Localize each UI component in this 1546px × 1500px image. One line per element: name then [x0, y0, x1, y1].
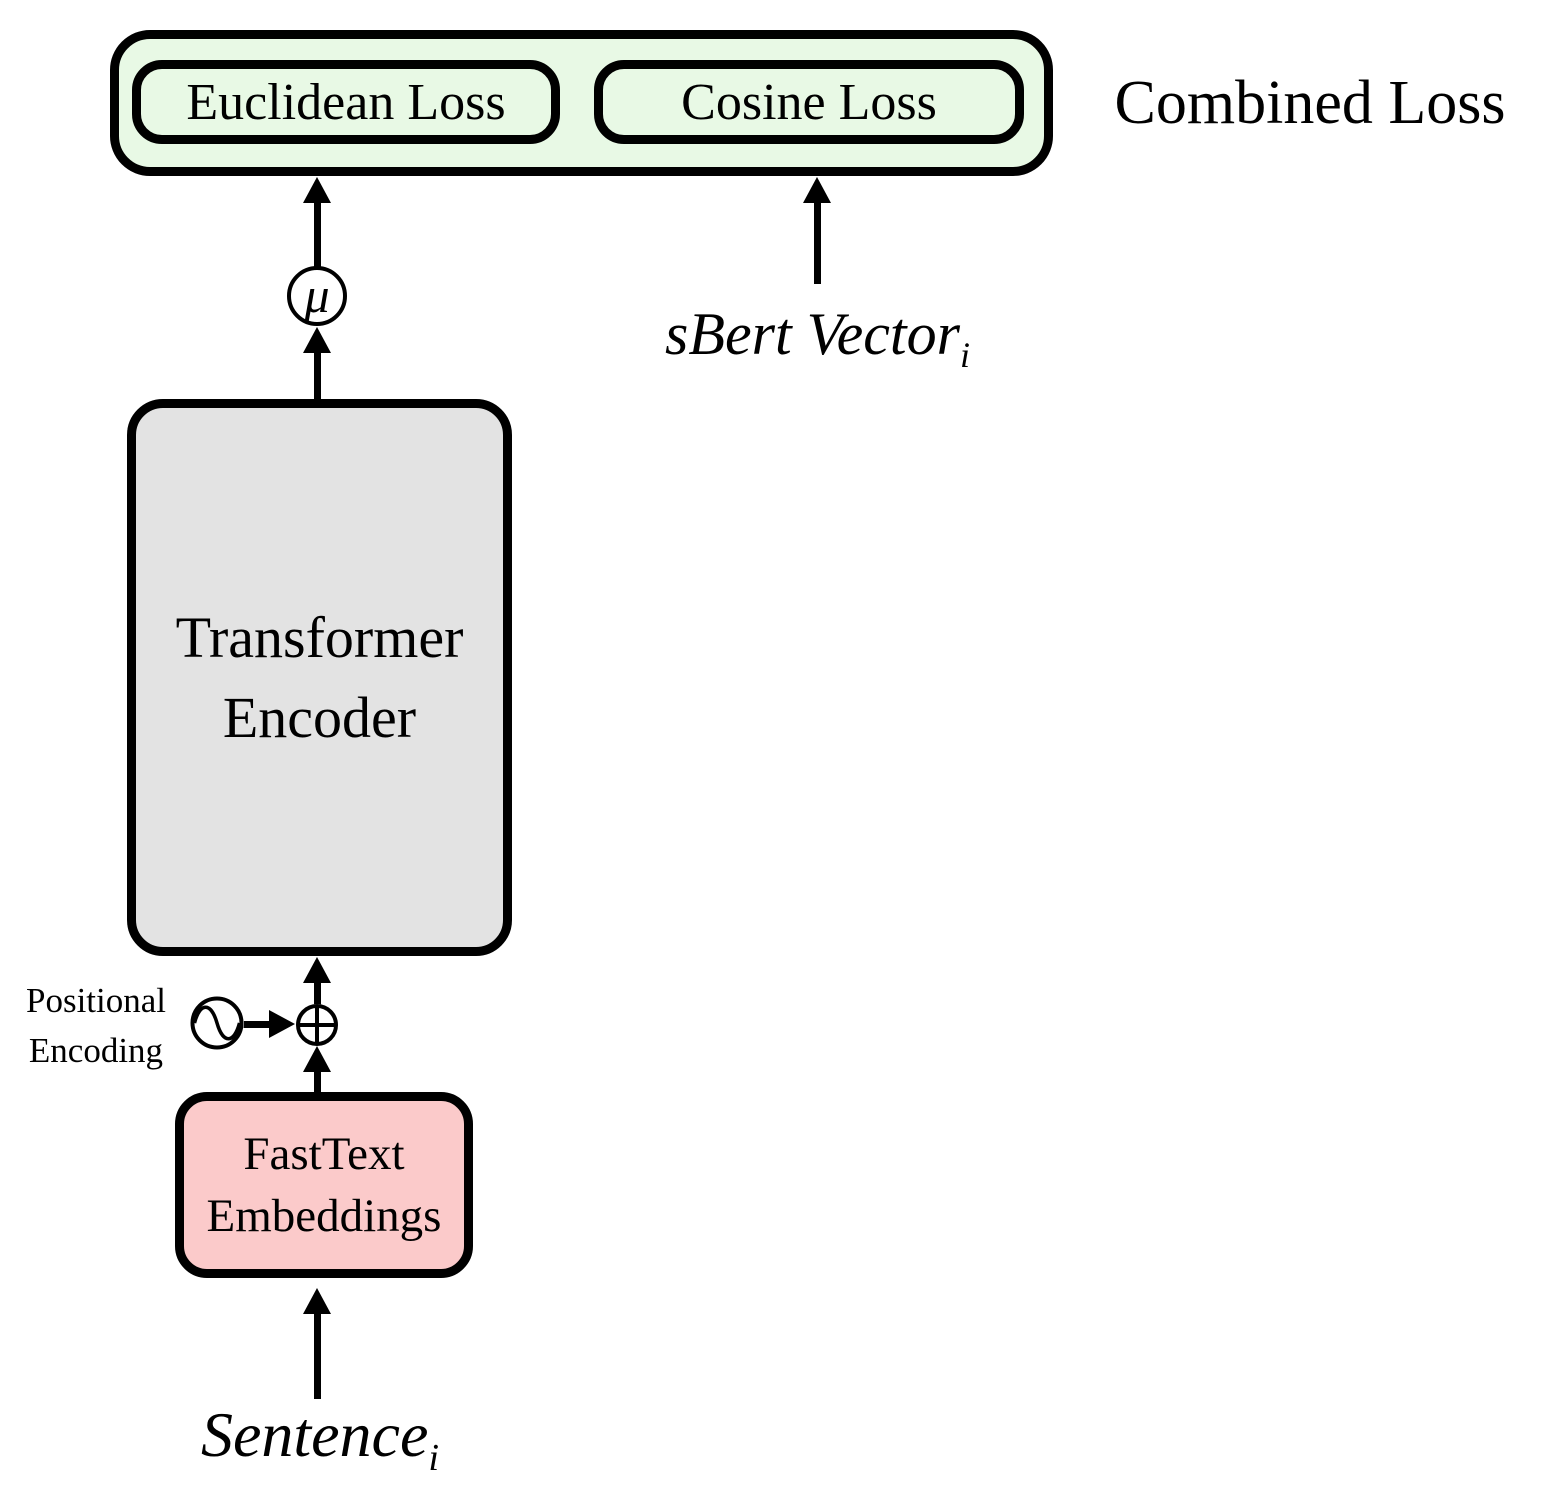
arrow-shaft [814, 200, 821, 284]
arrow-shaft [314, 200, 321, 267]
arrowhead-right [269, 1010, 295, 1038]
sentence-text: Sentence [200, 1399, 429, 1470]
mu-symbol: μ [304, 267, 330, 323]
euclidean-loss-label: Euclidean Loss [186, 73, 506, 131]
cosine-loss-label: Cosine Loss [681, 73, 937, 131]
sbert-vector-label: sBert Vectori [615, 300, 1020, 373]
mu-mean-pooling-node: μ [287, 266, 347, 326]
positional-encoding-line2: Encoding [28, 1031, 164, 1070]
fasttext-embeddings-box: FastText Embeddings [175, 1092, 473, 1278]
arrow-shaft [314, 1070, 321, 1093]
sbert-vector-text: sBert Vector [665, 301, 960, 367]
positional-encoding-line1: Positional [25, 981, 167, 1020]
sentence-input-label: Sentencei [130, 1398, 510, 1477]
arrowhead-up [303, 1288, 331, 1314]
cosine-loss-box: Cosine Loss [594, 60, 1024, 144]
arrow-shaft [314, 981, 321, 1005]
arrow-shaft [314, 351, 321, 399]
arrow-shaft [243, 1021, 271, 1028]
fasttext-label-line2: Embeddings [206, 1190, 442, 1242]
sentence-subscript: i [428, 1436, 440, 1479]
arrowhead-up [303, 327, 331, 353]
transformer-encoder-label-line1: Transformer [175, 604, 464, 670]
arrowhead-up [303, 1046, 331, 1072]
transformer-encoder-box: Transformer Encoder [127, 399, 512, 956]
arrowhead-up [303, 957, 331, 983]
transformer-encoder-label-line2: Encoder [222, 684, 417, 750]
circled-plus-icon [296, 1004, 338, 1046]
combined-loss-box: Euclidean Loss Cosine Loss [110, 30, 1053, 176]
positional-encoding-label: Positional Encoding [12, 976, 180, 1076]
fasttext-label-line1: FastText [243, 1128, 405, 1180]
sbert-vector-subscript: i [959, 335, 970, 375]
arrowhead-up [303, 177, 331, 203]
arrowhead-up [803, 177, 831, 203]
sine-wave-icon [190, 996, 244, 1050]
combined-loss-label: Combined Loss [1114, 69, 1506, 137]
euclidean-loss-box: Euclidean Loss [132, 60, 560, 144]
arrow-shaft [314, 1312, 321, 1399]
